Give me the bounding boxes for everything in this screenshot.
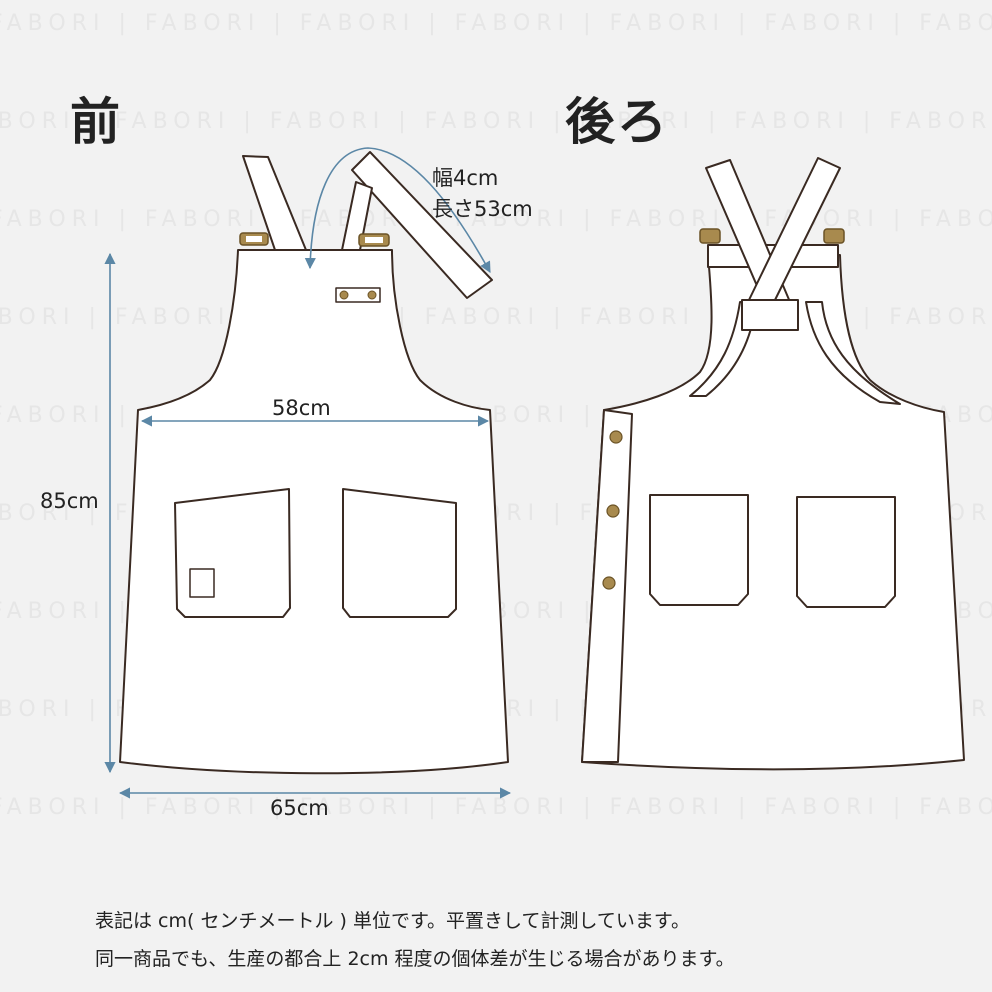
front-dimensions bbox=[104, 147, 512, 799]
front-apron bbox=[119, 151, 509, 775]
back-left-pocket bbox=[649, 494, 749, 606]
watermark-row: FABORI | FABORI | FABORI | FABORI | FABO… bbox=[0, 795, 992, 820]
back-title: 後ろ bbox=[565, 93, 669, 151]
back-apron bbox=[581, 157, 965, 771]
watermark-row: FABORI | FABORI | FABORI | FABORI | FABO… bbox=[0, 207, 992, 232]
back-right-buckle bbox=[823, 228, 845, 244]
strap-width-label: 幅4cm bbox=[432, 166, 499, 190]
back-button-3 bbox=[602, 576, 616, 590]
note-line-1: 表記は cm( センチメートル ) 単位です。平置きして計測しています。 bbox=[95, 910, 690, 932]
back-strap-loop-right bbox=[805, 301, 901, 405]
front-right-pocket bbox=[342, 488, 457, 618]
back-apron-body bbox=[581, 254, 965, 771]
back-center-tab bbox=[741, 299, 799, 331]
front-pocket-label bbox=[189, 568, 215, 598]
back-right-pocket bbox=[796, 496, 896, 608]
watermark-row: FABORI | FABORI | FABORI | FABORI | FABO… bbox=[0, 11, 992, 36]
watermark-row: FABORI | FABORI | FABORI | FABORI | FABO… bbox=[0, 109, 992, 134]
strap-length-label: 長さ53cm bbox=[432, 197, 533, 221]
back-button-2 bbox=[606, 504, 620, 518]
front-apron-body bbox=[119, 249, 509, 775]
strap-length-arrow bbox=[304, 147, 491, 273]
chest-width-label: 58cm bbox=[272, 396, 331, 420]
hem-width-label: 65cm bbox=[270, 796, 329, 820]
back-button-1 bbox=[609, 430, 623, 444]
note-line-2: 同一商品でも、生産の都合上 2cm 程度の個体差が生じる場合があります。 bbox=[95, 948, 735, 970]
front-left-pocket bbox=[174, 488, 291, 618]
length-label: 85cm bbox=[40, 489, 99, 513]
front-title: 前 bbox=[70, 93, 122, 151]
front-tab bbox=[335, 287, 381, 303]
back-left-buckle bbox=[699, 228, 721, 244]
